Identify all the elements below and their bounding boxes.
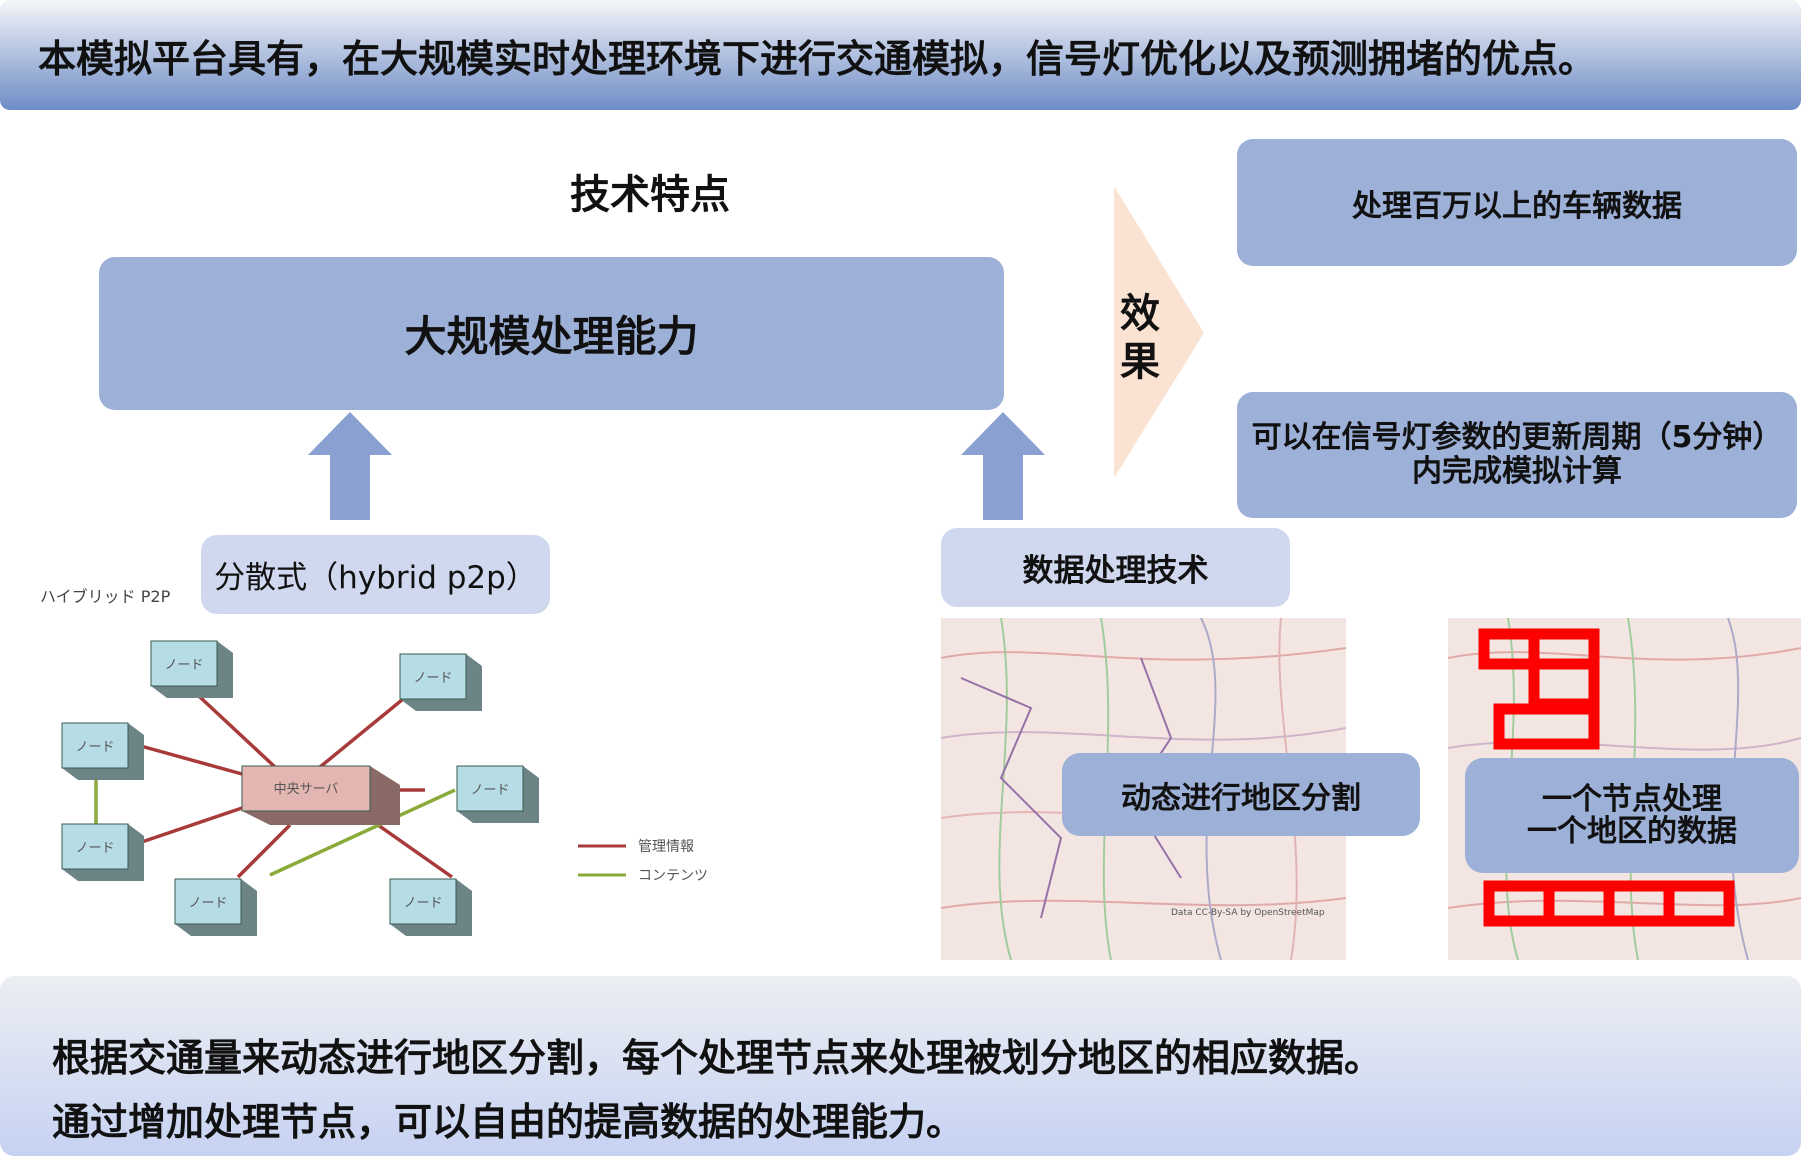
svg-text:ノード: ノード (188, 896, 227, 911)
svg-text:ノード: ノード (403, 896, 442, 911)
svg-text:ノード: ノード (413, 671, 452, 686)
effect-label: 效果 (1120, 291, 1160, 385)
distributed-method-box: 分散式（hybrid p2p） (201, 535, 550, 614)
svg-text:ノード: ノード (75, 740, 114, 755)
effect-item-1: 处理百万以上的车辆数据 (1237, 139, 1797, 266)
banner-text: 本模拟平台具有，在大规模实时处理环境下进行交通模拟，信号灯优化以及预测拥堵的优点… (38, 36, 1597, 81)
svg-text:Data CC-By-SA by OpenStreetMap: Data CC-By-SA by OpenStreetMap (1171, 908, 1325, 918)
up-arrow-icon (961, 412, 1045, 520)
svg-text:ノード: ノード (470, 783, 509, 798)
up-arrow-icon (308, 412, 392, 520)
data-processing-box: 数据处理技术 (941, 528, 1290, 607)
legend-mgmt: 管理情報 (638, 839, 694, 855)
region-partition-rects (1478, 628, 1735, 927)
effect-item-2: 可以在信号灯参数的更新周期（5分钟）内完成模拟计算 (1237, 392, 1797, 518)
summary-line-2: 通过增加处理节点，可以自由的提高数据的处理能力。 (52, 1100, 965, 1144)
server-label: 中央サーバ (274, 782, 339, 797)
main-capability-label: 大规模处理能力 (404, 312, 699, 361)
summary-line-1: 根据交通量来动态进行地区分割，每个处理节点来处理被划分地区的相应数据。 (52, 1036, 1383, 1080)
summary-panel: 根据交通量来动态进行地区分割，每个处理节点来处理被划分地区的相应数据。 通过增加… (0, 976, 1801, 1156)
header-banner: 本模拟平台具有，在大规模实时处理环境下进行交通模拟，信号灯优化以及预测拥堵的优点… (0, 0, 1801, 110)
p2p-diagram: ハイブリッド P2P ノードノードノードノードノードノードノード 中央サーバ 管… (40, 587, 708, 937)
effect-chevron-icon (1114, 186, 1204, 478)
region-split-box: 动态进行地区分割 (1062, 753, 1420, 836)
node-region-box: 一个节点处理一个地区的数据 (1465, 758, 1799, 873)
svg-text:ノード: ノード (75, 841, 114, 856)
legend-content: コンテンツ (638, 868, 708, 884)
svg-text:ノード: ノード (164, 658, 203, 673)
main-capability-box: 大规模处理能力 (99, 257, 1004, 410)
tech-heading: 技术特点 (570, 172, 730, 218)
p2p-title: ハイブリッド P2P (40, 587, 171, 606)
